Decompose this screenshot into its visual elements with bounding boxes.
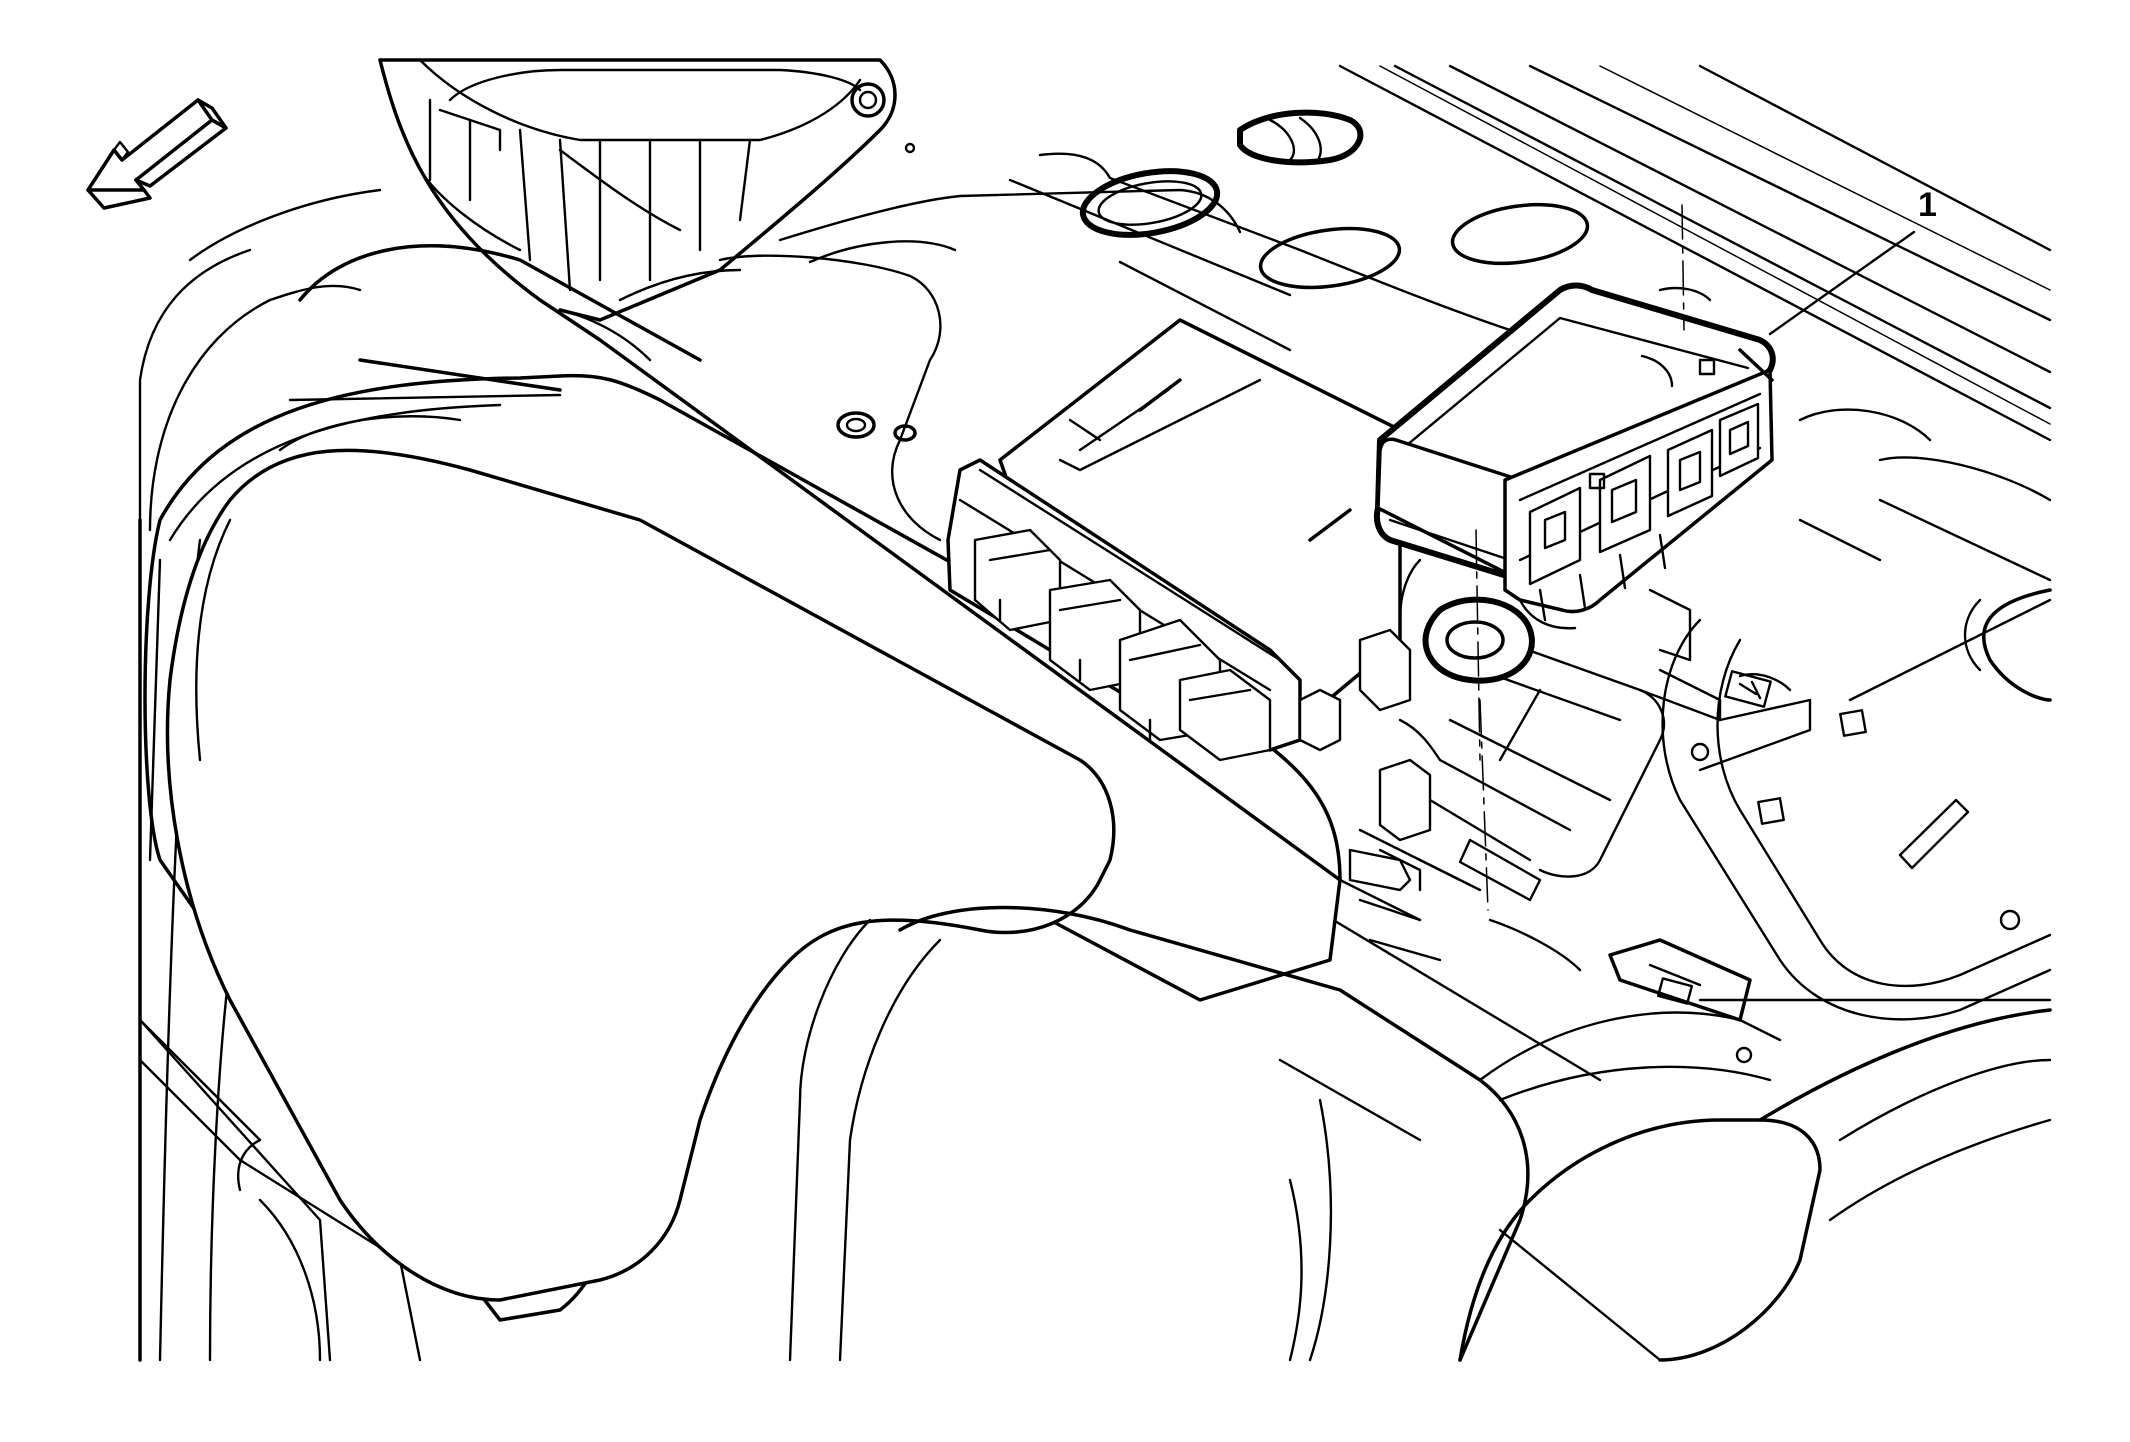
forward-direction-arrow-icon bbox=[86, 98, 228, 210]
fastener-axis-lines bbox=[1475, 204, 1685, 911]
lower-module-connectors bbox=[946, 318, 1442, 962]
module-item-1 bbox=[1373, 282, 1776, 684]
callout-leader-line bbox=[1768, 230, 1916, 336]
floor-panel bbox=[618, 64, 2052, 1082]
callout-label-1: 1 bbox=[1918, 186, 1937, 224]
seat-trim bbox=[138, 58, 2052, 1362]
